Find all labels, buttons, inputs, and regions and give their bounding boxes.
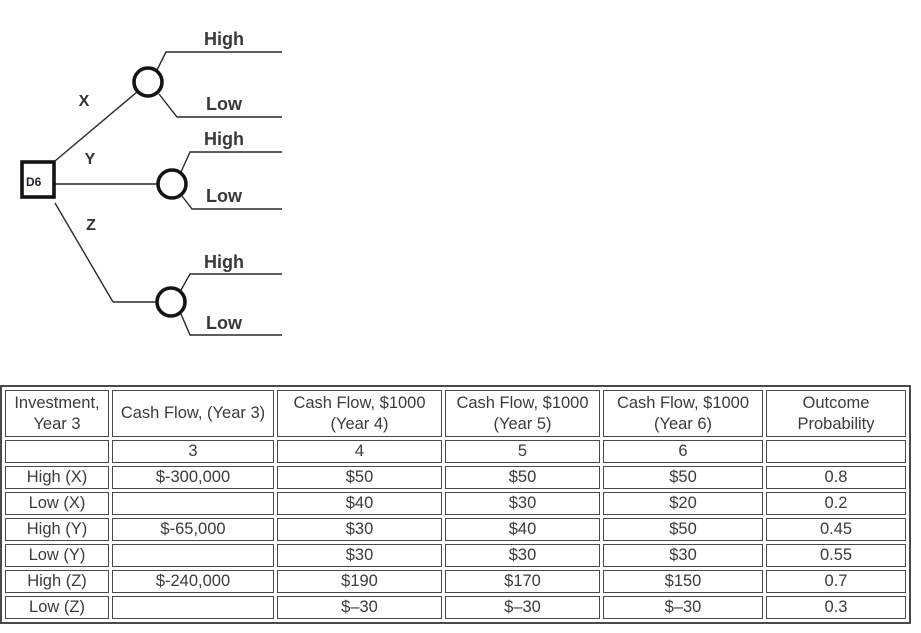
cell-value: $50: [603, 518, 763, 541]
outcome-label-x-low: Low: [206, 94, 243, 114]
cell-value: $50: [603, 466, 763, 489]
cell-value: 0.55: [766, 544, 906, 567]
outcome-label-y-low: Low: [206, 186, 243, 206]
cell-value: $170: [445, 570, 600, 593]
chance-node-z: [155, 286, 187, 318]
header-cashflow-y4: Cash Flow, $1000 (Year 4): [277, 390, 442, 437]
year-cell: 4: [277, 440, 442, 463]
decision-node-square: [20, 160, 56, 199]
table-row-high-x: High (X) $-300,000 $50 $50 $50 0.8: [5, 466, 906, 489]
decision-node-label: D6: [26, 175, 42, 189]
chance-node-x: [132, 66, 164, 98]
cell-value: $30: [445, 492, 600, 515]
chance-node-y: [156, 168, 188, 200]
table-row-high-z: High (Z) $-240,000 $190 $170 $150 0.7: [5, 570, 906, 593]
outcome-line-z-high: [180, 273, 282, 291]
row-label: High (X): [5, 466, 109, 489]
cell-value: $30: [445, 544, 600, 567]
cell-value: [112, 596, 274, 619]
cell-value: $50: [277, 466, 442, 489]
cell-value: $–30: [603, 596, 763, 619]
cell-value: 0.7: [766, 570, 906, 593]
header-probability: Outcome Probability: [766, 390, 906, 437]
table-row-high-y: High (Y) $-65,000 $30 $40 $50 0.45: [5, 518, 906, 541]
cell-value: $40: [277, 492, 442, 515]
row-label: High (Z): [5, 570, 109, 593]
outcome-label-y-high: High: [204, 129, 244, 149]
year-cell: 3: [112, 440, 274, 463]
outcome-line-y-low: [181, 195, 282, 210]
outcome-label-x-high: High: [204, 29, 244, 49]
cell-value: $30: [603, 544, 763, 567]
cell-value: 0.8: [766, 466, 906, 489]
table-row-low-x: Low (X) $40 $30 $20 0.2: [5, 492, 906, 515]
header-investment: Investment, Year 3: [5, 390, 109, 437]
cell-value: $150: [603, 570, 763, 593]
year-cell: 5: [445, 440, 600, 463]
cell-value: $–30: [445, 596, 600, 619]
year-cell: [5, 440, 109, 463]
cash-flow-table: Investment, Year 3 Cash Flow, (Year 3) C…: [0, 385, 911, 624]
cell-value: $-65,000: [112, 518, 274, 541]
cell-value: 0.45: [766, 518, 906, 541]
outcome-line-y-high: [180, 151, 282, 173]
row-label: Low (X): [5, 492, 109, 515]
row-label: Low (Y): [5, 544, 109, 567]
cell-value: $30: [277, 518, 442, 541]
table-row-low-y: Low (Y) $30 $30 $30 0.55: [5, 544, 906, 567]
outcome-line-x-high: [156, 51, 282, 71]
year-cell: [766, 440, 906, 463]
branch-label-x: X: [79, 93, 90, 110]
cell-value: $-300,000: [112, 466, 274, 489]
year-number-row: 3 4 5 6: [5, 440, 906, 463]
cell-value: 0.3: [766, 596, 906, 619]
outcome-line-z-low: [180, 313, 282, 336]
cell-value: $20: [603, 492, 763, 515]
cell-value: $190: [277, 570, 442, 593]
cell-value: $40: [445, 518, 600, 541]
outcome-line-x-low: [158, 93, 282, 118]
branch-line-z-diagonal: [54, 202, 114, 303]
cell-value: 0.2: [766, 492, 906, 515]
decision-tree-svg: D6 X Y Z High Low High Low High Low: [20, 29, 282, 336]
cell-value: $–30: [277, 596, 442, 619]
header-cashflow-y3: Cash Flow, (Year 3): [112, 390, 274, 437]
cell-value: [112, 544, 274, 567]
cell-value: $30: [277, 544, 442, 567]
header-cashflow-y6: Cash Flow, $1000 (Year 6): [603, 390, 763, 437]
cell-value: $50: [445, 466, 600, 489]
row-label: High (Y): [5, 518, 109, 541]
cell-value: [112, 492, 274, 515]
header-cashflow-y5: Cash Flow, $1000 (Year 5): [445, 390, 600, 437]
outcome-label-z-low: Low: [206, 313, 243, 333]
table-header-row: Investment, Year 3 Cash Flow, (Year 3) C…: [5, 390, 906, 437]
branch-label-z: Z: [86, 217, 96, 234]
decision-tree: D6 X Y Z High Low High Low High Low: [0, 0, 340, 370]
branch-label-y: Y: [85, 151, 96, 168]
year-cell: 6: [603, 440, 763, 463]
table-row-low-z: Low (Z) $–30 $–30 $–30 0.3: [5, 596, 906, 619]
outcome-label-z-high: High: [204, 252, 244, 272]
cell-value: $-240,000: [112, 570, 274, 593]
branch-line-x: [54, 91, 138, 162]
row-label: Low (Z): [5, 596, 109, 619]
